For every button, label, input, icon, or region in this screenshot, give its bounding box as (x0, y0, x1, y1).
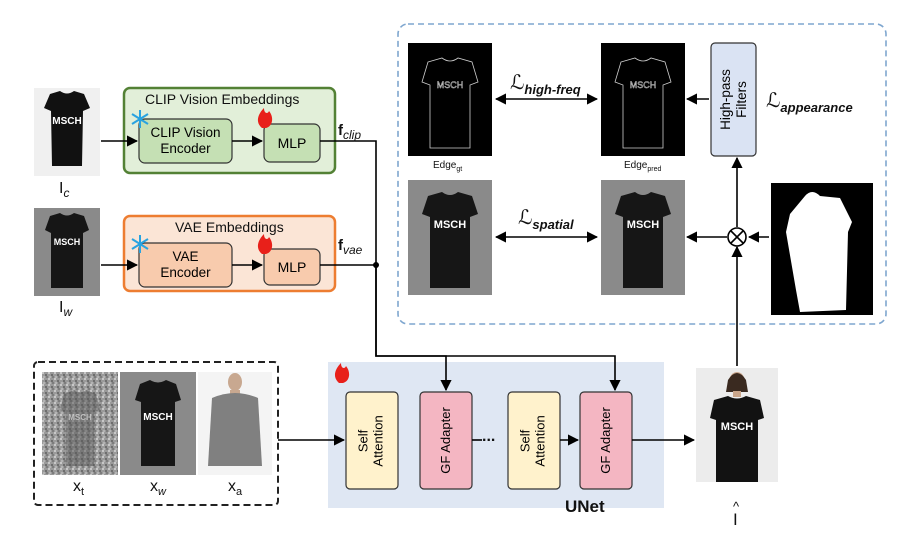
edge-gt-main: Edge (433, 160, 457, 171)
warped-label-main: I (59, 299, 64, 316)
agnostic-person-image (198, 372, 272, 475)
filters-line2: Filters (733, 81, 749, 118)
clip-mlp-label: MLP (277, 135, 307, 151)
xa-main: x (228, 478, 236, 495)
vae-mlp-label: MLP (277, 259, 307, 275)
snowflake-icon-vae (131, 235, 149, 253)
output-label: I (733, 510, 738, 529)
gf-adapter-label-2: GF Adapter (580, 392, 632, 489)
appearance-loss-sub: appearance (780, 100, 853, 115)
line-fvae-to-gf1 (375, 265, 452, 392)
feature-vae-sub: vae (343, 243, 363, 257)
spatial-gt-print-text: MSCH (434, 219, 466, 231)
xt-sub: t (81, 486, 85, 499)
xw-sub: w (158, 486, 166, 499)
flame-icon-unet (334, 363, 350, 383)
cloth-mask-image (771, 183, 873, 315)
xt-label: xt (73, 478, 84, 498)
spatial-loss-label: ℒspatial (518, 205, 574, 232)
edge-pred-main: Edge (624, 160, 648, 171)
clip-mlp-box (263, 123, 321, 163)
edge-pred-label: Edgepred (624, 160, 661, 173)
edge-gt-label: Edgegt (433, 160, 462, 173)
edge-gt-image: MSCH (408, 43, 492, 156)
high-pass-filters-box (710, 42, 757, 157)
junction-dot (373, 262, 379, 268)
spatial-gt-image: MSCH (408, 180, 492, 295)
cloth-print-text: MSCH (52, 116, 81, 127)
vae-mlp-box (263, 248, 321, 286)
warped-latent-image: MSCH (120, 372, 196, 475)
latent-inputs-region (33, 361, 279, 506)
cloth-label-main: I (59, 180, 64, 197)
high-freq-loss-sub: high-freq (524, 82, 581, 97)
spatial-loss-main: ℒ (518, 205, 533, 229)
spatial-pred-image: MSCH (601, 180, 685, 295)
cloth-image: MSCH (34, 88, 100, 176)
warped-label-sub: w (63, 305, 73, 320)
clip-title: CLIP Vision Embeddings (145, 91, 300, 107)
warped-image-label: Iw (59, 299, 72, 319)
loss-region (397, 23, 887, 325)
flame-icon-clip (257, 108, 273, 128)
warped-print-text: MSCH (54, 237, 81, 247)
vae-encoder-line2: Encoder (160, 265, 211, 280)
vae-encoder-line1: VAE (172, 248, 199, 264)
edge-gt-print-text: MSCH (437, 80, 464, 90)
feature-vae-label: fvae (338, 237, 362, 257)
multiply-icon (727, 227, 747, 247)
edge-pred-image: MSCH (601, 43, 685, 156)
xt-main: x (73, 478, 81, 495)
edge-gt-sub: gt (456, 166, 463, 173)
high-freq-loss-label: ℒhigh-freq (510, 70, 581, 97)
self-attention-block-1 (345, 391, 399, 490)
self-attn-1-line2: Attention (370, 414, 386, 467)
noisy-print-text: MSCH (68, 413, 92, 422)
vae-title: VAE Embeddings (175, 219, 284, 235)
feature-clip-label: fclip (338, 122, 361, 142)
output-person-image: MSCH (696, 368, 778, 482)
warped-latent-print-text: MSCH (143, 412, 172, 423)
feature-vae-main: f (338, 237, 343, 254)
xw-label: xw (150, 478, 166, 498)
flame-icon-vae (257, 234, 273, 254)
unet-title: UNet (565, 497, 605, 516)
self-attention-label-1: Self Attention (346, 392, 398, 489)
cloth-label-sub: c (63, 186, 70, 201)
appearance-loss-label: ℒappearance (766, 88, 853, 115)
filters-line1: High-pass (717, 69, 733, 130)
output-print-text: MSCH (721, 421, 753, 433)
snowflake-icon-clip (131, 110, 149, 128)
unet-ellipsis: ... (482, 428, 496, 445)
warped-cloth-image: MSCH (34, 208, 100, 296)
spatial-pred-print-text: MSCH (627, 219, 659, 231)
vae-encoder-label: VAE Encoder (139, 243, 232, 287)
gf-adapter-2-text: GF Adapter (597, 407, 613, 474)
gf-adapter-label-1: GF Adapter (420, 392, 472, 489)
feature-clip-sub: clip (343, 128, 362, 142)
xw-main: x (150, 478, 158, 495)
output-hat: ^ (733, 499, 740, 514)
spatial-loss-sub: spatial (532, 217, 574, 232)
clip-encoder-line1: CLIP Vision (150, 124, 221, 140)
appearance-loss-main: ℒ (766, 88, 781, 112)
noisy-latent-image: MSCH (42, 372, 118, 475)
high-freq-loss-main: ℒ (510, 70, 525, 94)
edge-pred-print-text: MSCH (630, 80, 657, 90)
xa-sub: a (236, 486, 243, 499)
xa-label: xa (228, 478, 242, 498)
edge-pred-sub: pred (647, 166, 662, 173)
clip-encoder-label: CLIP Vision Encoder (139, 119, 232, 163)
self-attn-2-line2: Attention (532, 414, 548, 467)
feature-clip-main: f (338, 122, 343, 139)
clip-encoder-line2: Encoder (160, 141, 211, 156)
gf-adapter-1-text: GF Adapter (437, 407, 453, 474)
high-pass-filters-label: High-pass Filters (711, 43, 756, 156)
self-attention-label-2: Self Attention (508, 392, 560, 489)
cloth-image-label: Ic (59, 180, 69, 200)
